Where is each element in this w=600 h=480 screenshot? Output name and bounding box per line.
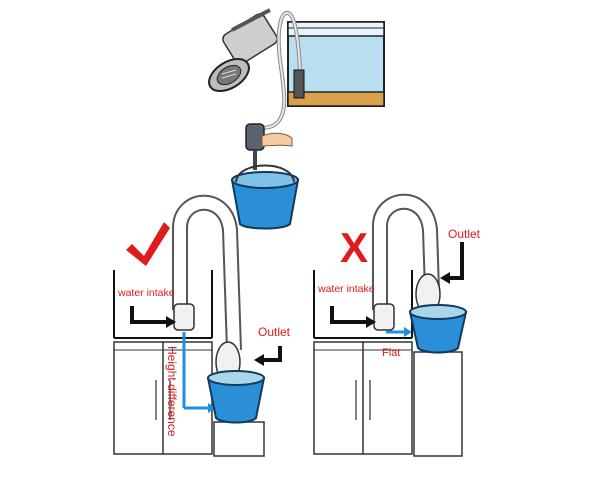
height-arrow — [182, 332, 216, 413]
left-intake-arrow — [130, 306, 166, 324]
left-outlet-label: Outlet — [258, 325, 291, 339]
left-intake-cylinder — [173, 303, 195, 331]
right-outlet-arrow — [448, 242, 464, 280]
right-cabinet — [313, 341, 413, 455]
left-cabinet — [113, 341, 213, 455]
top-illustration — [208, 8, 385, 230]
top-bucket — [230, 164, 300, 230]
left-bucket — [206, 370, 266, 424]
nozzle-closeup — [208, 8, 278, 93]
flat-label: Flat — [382, 347, 400, 359]
left-bucket-stand — [213, 421, 265, 457]
tank-intake-pipe — [293, 69, 305, 99]
right-bucket — [408, 304, 468, 354]
right-water-intake-label: water intake — [317, 283, 375, 295]
flat-arrow — [386, 327, 412, 337]
check-icon — [126, 222, 170, 266]
height-difference-label: Height difference — [165, 346, 179, 437]
right-panel: X — [313, 193, 481, 457]
right-intake-cylinder — [373, 303, 395, 331]
right-intake-arrow — [330, 306, 366, 324]
left-tank-walls — [113, 270, 213, 339]
left-verdict-text: ✔ — [0, 0, 1, 1]
left-panel: water intake Outlet Height difference — [113, 194, 291, 457]
x-icon: X — [340, 224, 368, 271]
right-tank-walls — [313, 270, 413, 339]
right-outlet-label: Outlet — [448, 227, 481, 241]
hand-pump — [245, 123, 293, 170]
left-water-intake-label: water intake — [117, 287, 175, 299]
left-outlet-arrow — [262, 346, 282, 362]
right-bucket-stand — [413, 351, 463, 457]
